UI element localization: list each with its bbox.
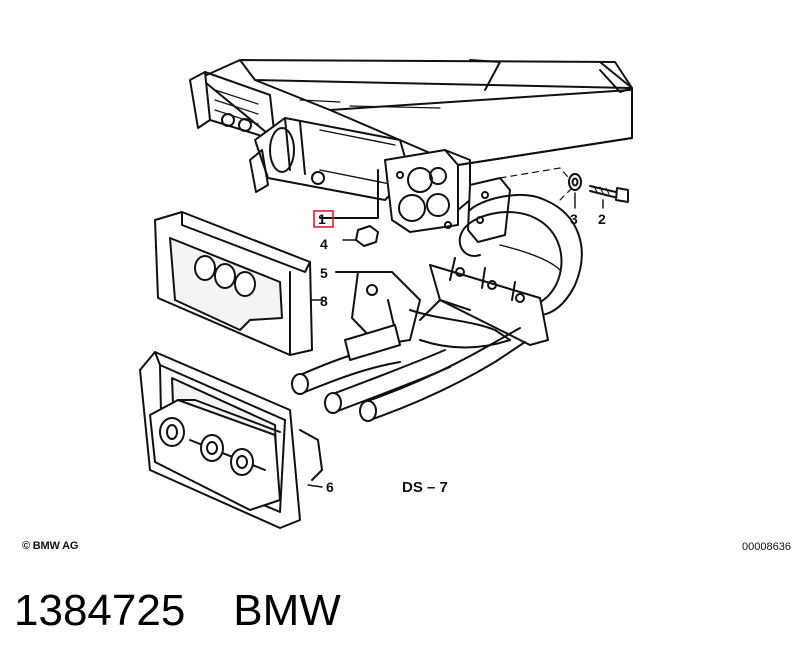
gasket-part-6 <box>139 351 323 529</box>
bolt-part-2 <box>589 185 629 203</box>
heater-core-body <box>189 59 633 166</box>
part-number: 1384725 <box>14 586 186 635</box>
nut-part-4 <box>342 225 379 247</box>
mounting-flange <box>467 167 576 243</box>
callout-4: 4 <box>320 236 328 252</box>
callout-5: 5 <box>320 265 328 281</box>
part-footer: 1384725 BMW <box>14 586 389 636</box>
hose-pipe-assembly <box>291 193 583 422</box>
callout-3: 3 <box>570 211 578 227</box>
callout-1-highlight <box>313 210 334 228</box>
parts-diagram: 1 2 3 4 5 8 6 DS – 7 <box>139 59 633 529</box>
diagram-code: DS – 7 <box>402 479 448 496</box>
water-valve-assembly <box>249 117 471 233</box>
callout-1: 1 <box>318 211 326 227</box>
insulation-pad-part-8 <box>154 211 323 356</box>
washer-part-3 <box>568 173 582 191</box>
callout-2: 2 <box>598 211 606 227</box>
copyright-label: © BMW AG <box>22 540 79 552</box>
callout-8: 8 <box>320 293 328 309</box>
callout-6: 6 <box>326 479 334 495</box>
brand-name: BMW <box>233 586 341 635</box>
image-code: 00008636 <box>742 541 791 553</box>
